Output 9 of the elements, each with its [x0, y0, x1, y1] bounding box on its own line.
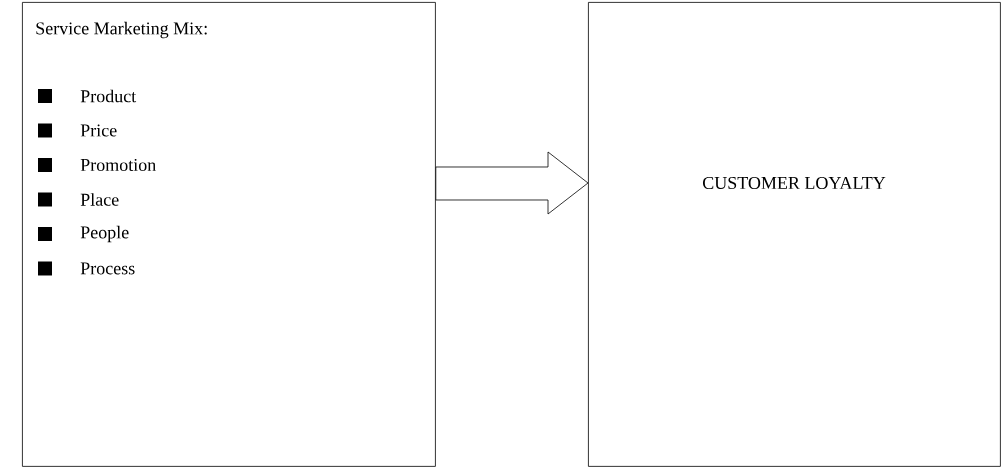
bullet-item: People: [38, 225, 129, 243]
bullet-item: Promotion: [38, 158, 156, 172]
bullet-item: Place: [38, 192, 119, 207]
heading: Service Marketing Mix:: [36, 21, 207, 39]
box-label: CUSTOMER LOYALTY: [703, 176, 886, 190]
bullet-item: Price: [38, 123, 117, 138]
bullet-item: Process: [38, 261, 135, 276]
block-arrow: [435, 151, 589, 215]
bullet-item: Product: [38, 89, 137, 103]
